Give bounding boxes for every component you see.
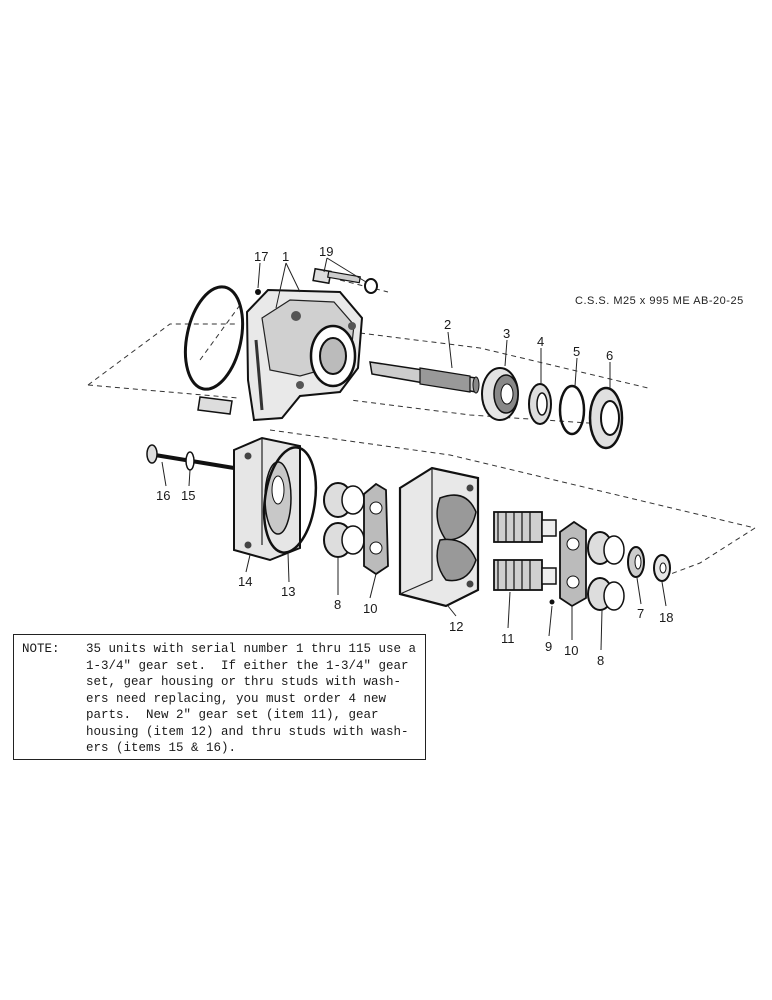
item-18-washer [653,554,671,582]
item-14-rear-cover [233,436,301,562]
callout-12: 12 [449,619,463,634]
item-6-oil-seal [588,386,624,450]
callout-10-left: 10 [363,601,377,616]
callout-4: 4 [537,334,544,349]
callout-14: 14 [238,574,252,589]
item-2-drive-shaft [369,361,480,394]
callout-2: 2 [444,317,451,332]
note-label: NOTE: [22,642,60,656]
alignment-lines [87,279,756,579]
item-3-bearing [481,367,519,421]
callout-11: 11 [501,631,515,646]
item-10-wear-plate-right [549,520,587,608]
item-17-oring [183,285,261,415]
item-10-wear-plate-left [363,482,389,576]
item-8-bearings-left [323,482,365,558]
note-line: ers (items 15 & 16). [86,741,237,755]
callout-13: 13 [281,584,295,599]
callout-18: 18 [659,610,673,625]
note-line: 1-3/4" gear set. If either the 1-3/4" ge… [86,658,409,673]
callout-labels: 17 1 19 2 3 4 5 6 16 15 14 13 8 10 12 11… [156,244,673,668]
callout-9: 9 [545,639,552,654]
note-box: NOTE: 35 units with serial number 1 thru… [13,634,426,760]
note-line: set, gear housing or thru studs with was… [86,675,402,689]
callout-7: 7 [637,606,644,621]
callout-8-right: 8 [597,653,604,668]
item-13-oring [262,446,318,554]
item-19-bolt [312,267,378,294]
callout-5: 5 [573,344,580,359]
callout-6: 6 [606,348,613,363]
callout-10-right: 10 [564,643,578,658]
callout-8-left: 8 [334,597,341,612]
callout-17: 17 [254,249,268,264]
callout-3: 3 [503,326,510,341]
item-4-seal [528,383,552,425]
item-9-pin [549,599,555,605]
item-1-front-cover [245,288,364,422]
item-7-seal [627,546,645,578]
note-line: ers need replacing, you must order 4 new [86,691,387,706]
reference-code: C.S.S. M25 x 995 ME AB-20-25 [575,295,744,307]
note-line: parts. New 2" gear set (item 11), gear [86,708,379,722]
callout-16: 16 [156,488,170,503]
item-11-gear-set [493,511,557,591]
note-line: 35 units with serial number 1 thru 115 u… [86,642,417,656]
callout-15: 15 [181,488,195,503]
note-line: housing (item 12) and thru studs with wa… [86,724,409,739]
item-12-gear-housing [398,466,480,608]
item-16-thru-stud [146,444,235,471]
callout-19: 19 [319,244,333,259]
item-5-oring [558,384,586,436]
item-8-bearings-right [587,531,625,611]
leader-lines [161,257,667,651]
callout-1: 1 [282,249,289,264]
